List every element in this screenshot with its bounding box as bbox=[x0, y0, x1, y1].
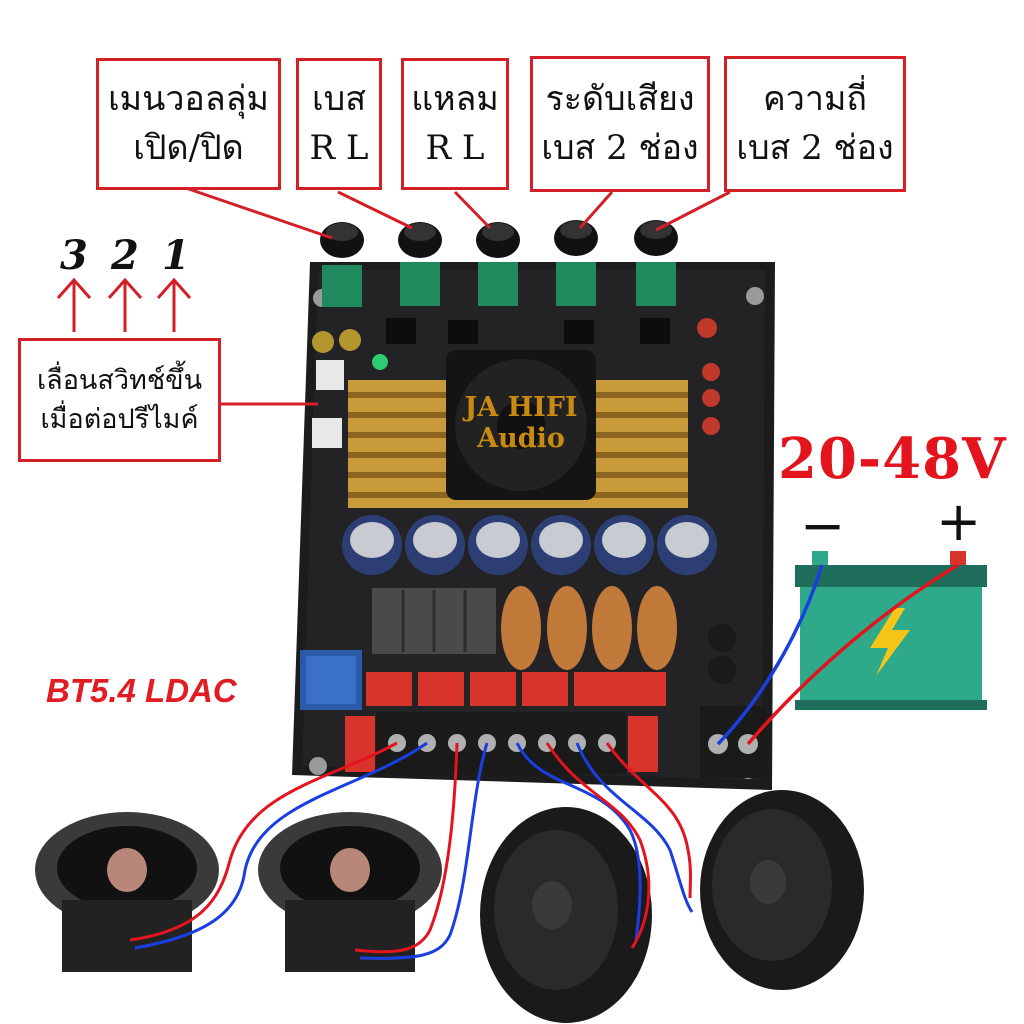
speaker-wire-red bbox=[354, 742, 459, 954]
power-terminal bbox=[700, 706, 766, 778]
switch-number-1: 1 bbox=[162, 232, 190, 279]
speaker-wire-blue bbox=[359, 742, 489, 960]
label-main-volume-line1: เมนวอลลุ่ม bbox=[108, 78, 269, 119]
speaker-terminals bbox=[376, 712, 626, 774]
label-sub-freq-line1: ความถี่ bbox=[763, 78, 867, 119]
label-sub-level-line2: เบส 2 ช่อง bbox=[541, 128, 699, 168]
knob-sub-freq bbox=[634, 220, 678, 306]
label-treble: แหลม R L bbox=[401, 58, 509, 190]
knob-sub-level bbox=[554, 220, 598, 306]
speaker-wire-blue bbox=[575, 742, 694, 913]
speaker-wire-blue bbox=[515, 742, 642, 941]
speaker-wire-red bbox=[605, 742, 692, 899]
speaker-wire-blue bbox=[134, 741, 428, 950]
label-switch-note-line1: เลื่อนสวิทช์ขึ้น bbox=[36, 364, 203, 396]
label-main-volume: เมนวอลลุ่ม เปิด/ปิด bbox=[96, 58, 281, 190]
label-sub-level: ระดับเสียง เบส 2 ช่อง bbox=[530, 56, 710, 192]
label-switch-note-line2: เมื่อต่อปรีไมค์ bbox=[40, 404, 199, 435]
knob-bass bbox=[398, 222, 442, 306]
label-switch-note: เลื่อนสวิทช์ขึ้น เมื่อต่อปรีไมค์ bbox=[18, 338, 221, 462]
label-sub-freq-line2: เบส 2 ช่อง bbox=[736, 128, 894, 168]
negative-sign: − bbox=[800, 494, 846, 557]
label-bass: เบส R L bbox=[296, 58, 382, 190]
woofer-right bbox=[700, 790, 864, 990]
power-wire-blue bbox=[716, 564, 824, 746]
voltage-label: 20-48V bbox=[778, 426, 1007, 492]
tweeter-right bbox=[258, 812, 442, 972]
tweeter-left bbox=[35, 812, 219, 972]
positive-sign: + bbox=[936, 490, 982, 553]
label-sub-freq: ความถี่ เบส 2 ช่อง bbox=[724, 56, 906, 192]
label-bass-line2: R L bbox=[309, 128, 369, 168]
power-wire-red bbox=[746, 563, 959, 746]
label-main-volume-line2: เปิด/ปิด bbox=[133, 128, 244, 168]
knob-treble bbox=[476, 222, 520, 306]
woofer-left bbox=[480, 807, 652, 1023]
inductors bbox=[501, 586, 677, 670]
switch-number-2: 2 bbox=[111, 232, 139, 279]
mount-hole bbox=[746, 287, 764, 305]
bluetooth-label: BT5.4 LDAC bbox=[46, 672, 237, 709]
ic-chip bbox=[448, 320, 478, 344]
fan-brand-text: JA HIFI Audio bbox=[456, 392, 586, 454]
ic-chip bbox=[564, 320, 594, 344]
label-sub-level-line1: ระดับเสียง bbox=[545, 78, 695, 119]
output-capacitors bbox=[345, 672, 666, 772]
capacitor-row bbox=[342, 515, 717, 575]
label-bass-line1: เบส bbox=[312, 78, 366, 119]
fan-brand-line1: JA HIFI bbox=[464, 392, 578, 423]
switch-arrows bbox=[56, 277, 192, 332]
cooling-fan bbox=[446, 350, 596, 500]
label-treble-line2: R L bbox=[425, 128, 485, 168]
mount-hole bbox=[309, 757, 327, 775]
speaker-wire-red bbox=[545, 742, 651, 949]
knob-mainvolume bbox=[320, 222, 364, 307]
fan-brand-line2: Audio bbox=[477, 423, 565, 455]
speaker-wire-red bbox=[129, 741, 398, 942]
ic-chip bbox=[386, 318, 416, 344]
ic-chip bbox=[640, 318, 670, 344]
label-treble-line1: แหลม bbox=[411, 78, 499, 119]
switch-number-3: 3 bbox=[60, 232, 88, 279]
battery-icon bbox=[795, 551, 987, 710]
